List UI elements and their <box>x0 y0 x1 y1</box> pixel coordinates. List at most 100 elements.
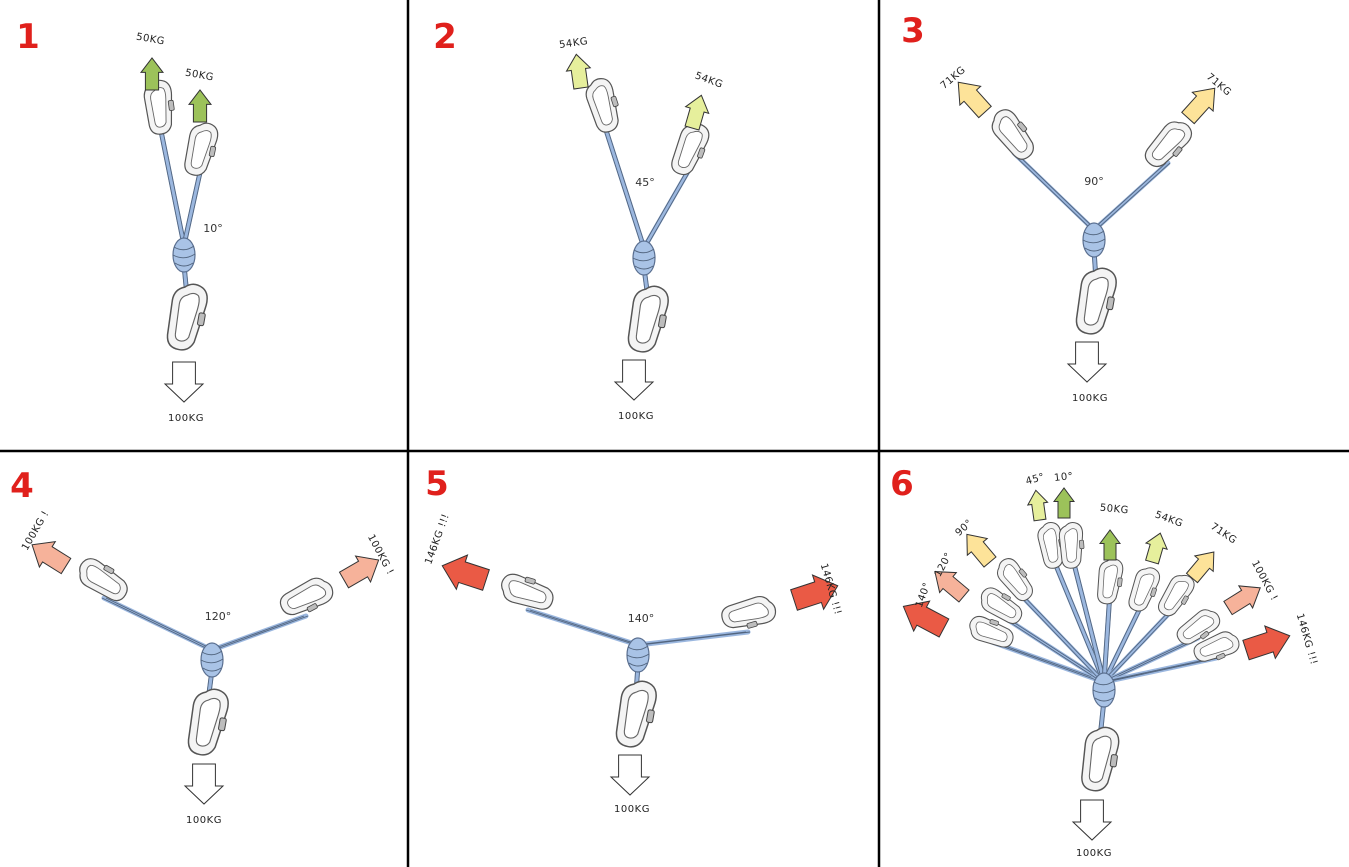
carabiner-bottom <box>1075 267 1117 335</box>
carabiner-gate <box>1001 593 1011 601</box>
carabiner-hole <box>190 130 212 169</box>
carabiner-gate <box>1117 577 1123 587</box>
arrow-shape <box>1053 487 1075 519</box>
carabiner-outline <box>1128 567 1161 612</box>
knot-body <box>1082 222 1106 258</box>
sling-edge <box>993 641 1107 683</box>
carabiner-hole <box>1151 128 1186 161</box>
sling-edge <box>1105 591 1113 683</box>
carabiner-hole <box>150 87 167 128</box>
sling-right <box>209 613 309 653</box>
arrow-down-load <box>163 361 205 403</box>
sling-fan-8 <box>1101 603 1179 685</box>
knot-wrap <box>1082 238 1106 244</box>
sling-knot <box>172 237 196 273</box>
arrow-fan-3 <box>966 533 997 568</box>
sling-edge <box>601 123 643 249</box>
arrow-down-load <box>1066 341 1108 383</box>
sling-edge <box>1003 615 1107 683</box>
sling-edge <box>605 123 647 249</box>
arrow-shape <box>609 754 651 796</box>
carabiner-right <box>1144 121 1193 168</box>
carabiner-hole <box>287 584 327 610</box>
bottom-load-label: 100KG <box>186 815 222 826</box>
carabiner-fan-9 <box>1176 609 1221 645</box>
carabiner-hole <box>86 564 121 595</box>
arrow-right-load <box>684 94 710 131</box>
arrow-fan-6 <box>1099 529 1121 561</box>
sling-fill <box>157 123 187 248</box>
carabiner-hole <box>1134 573 1155 606</box>
sling-left <box>1011 150 1097 233</box>
carabiner-hole <box>1042 528 1059 563</box>
sling-fan-5 <box>1069 553 1107 685</box>
sling-knot <box>1082 222 1106 258</box>
arrow-fan-5 <box>1053 487 1075 519</box>
panel-number: 5 <box>425 464 449 504</box>
panel-number: 1 <box>16 17 40 57</box>
sling-edge <box>1049 555 1103 683</box>
sling-edge <box>1073 555 1107 683</box>
sling-fill <box>1091 160 1171 233</box>
sling-fill <box>1101 597 1147 685</box>
arrow-fan-4 <box>1026 489 1049 522</box>
carabiner-fan-4 <box>1037 522 1065 569</box>
arrow-shape <box>565 53 592 90</box>
carabiner-outline <box>143 79 173 135</box>
carabiner-gate <box>1018 568 1028 578</box>
sling-edge <box>105 597 215 651</box>
sling-edge <box>181 167 200 246</box>
knot-wrap <box>201 650 223 656</box>
carabiner-gate <box>697 147 706 159</box>
arrow-shape <box>163 361 205 403</box>
sling-edge <box>1105 657 1219 683</box>
arrow-shape <box>441 554 490 591</box>
arrow-shape <box>139 57 165 91</box>
arrow-shape <box>902 600 950 638</box>
carabiner-outline <box>1176 609 1221 645</box>
carabiner-outline <box>279 577 334 616</box>
sling-edge <box>525 609 637 646</box>
carabiner-bottom <box>187 688 229 756</box>
carabiner-outline <box>1144 121 1193 168</box>
carabiner-outline <box>1058 521 1084 569</box>
carabiner-outline <box>166 283 208 351</box>
arrow-shape <box>1144 532 1168 565</box>
arrow-shape <box>613 359 655 401</box>
panel-number: 4 <box>10 466 34 506</box>
carabiner-gate <box>646 709 655 724</box>
arrow-down-load <box>613 359 655 401</box>
sling-left <box>157 123 187 248</box>
sling-fan-6 <box>1101 589 1113 685</box>
knot-body <box>172 237 196 273</box>
sling-edge <box>213 615 309 651</box>
carabiner-fan-3 <box>996 558 1033 602</box>
carabiner-gate <box>306 603 318 613</box>
sling-edge <box>1101 605 1175 683</box>
arrow-right-load <box>1181 87 1216 125</box>
carabiner-right <box>721 595 777 629</box>
carabiner-outline <box>721 595 777 629</box>
carabiner-hole <box>1182 615 1215 640</box>
fan-angle-label-4: 45° <box>1025 472 1047 488</box>
arrow-fan-7 <box>1144 532 1168 565</box>
sling-fan-3 <box>1013 587 1107 685</box>
carabiner-gate <box>1109 754 1118 768</box>
fan-angle-label-5: 10° <box>1054 471 1074 484</box>
knot-wrap <box>1083 230 1105 236</box>
right-load-label: 50KG <box>184 68 215 84</box>
knot-wrap <box>1094 697 1114 702</box>
knot-wrap <box>173 245 195 251</box>
carabiner-left <box>79 558 128 602</box>
carabiner-outline <box>1037 522 1064 569</box>
angle-label: 140° <box>628 612 655 625</box>
bottom-load-label: 100KG <box>1076 848 1112 859</box>
arrow-shape <box>1181 87 1216 125</box>
sling-fan-2 <box>999 613 1107 685</box>
fan-load-label-1: 50KG <box>1099 503 1129 517</box>
knot-body <box>626 637 650 673</box>
arrow-shape <box>1071 799 1113 841</box>
carabiner-outline <box>1193 631 1240 662</box>
